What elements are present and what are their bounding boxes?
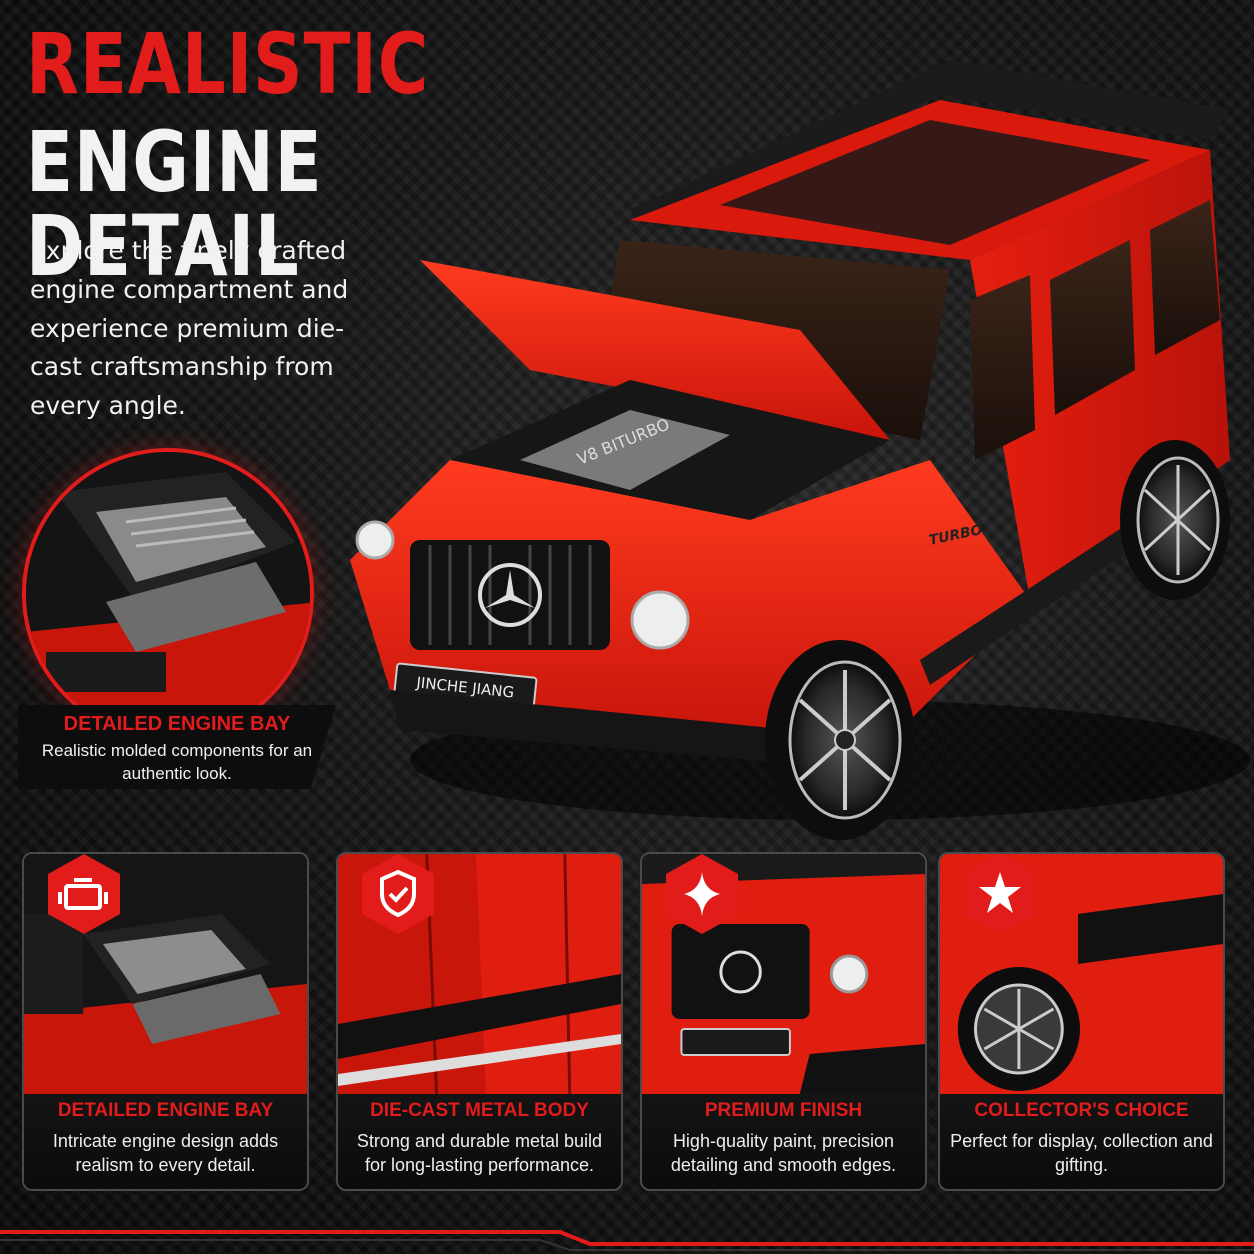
engine-bay-callout: DETAILED ENGINE BAY Realistic molded com… (18, 705, 336, 789)
feature-description: High-quality paint, precision detailing … (670, 1131, 897, 1175)
feature-title: DETAILED ENGINE BAY (57, 1100, 274, 1121)
engine-closeup-image (22, 448, 314, 740)
engine-icon (58, 878, 108, 910)
feature-description: Intricate engine design adds realism to … (52, 1131, 279, 1175)
feature-description: Perfect for display, collection and gift… (950, 1131, 1213, 1175)
hero-car-image: V8 BITURBO JINCHE JIANG TURBO (330, 40, 1254, 840)
star-icon (979, 872, 1021, 913)
engine-icon-badge (46, 854, 122, 936)
callout-description: Realistic molded components for an authe… (41, 741, 313, 783)
feature-card-engine-bay: DETAILED ENGINE BAY Intricate engine des… (22, 852, 309, 1191)
feature-title: DIE-CAST METAL BODY (370, 1100, 589, 1121)
sparkle-icon (684, 872, 720, 916)
feature-card-premium-finish: PREMIUM FINISH High-quality paint, preci… (640, 852, 927, 1191)
sparkle-icon-badge (664, 854, 740, 936)
headline: REALISTIC ENGINE DETAIL (26, 22, 586, 288)
feature-card-collectors-choice: COLLECTOR'S CHOICE Perfect for display, … (938, 852, 1225, 1191)
callout-title: DETAILED ENGINE BAY (63, 713, 291, 735)
intro-text: Explore the finely crafted engine compar… (30, 236, 349, 420)
feature-photo-engine (24, 854, 307, 1094)
headline-line-2: ENGINE DETAIL (26, 113, 323, 295)
feature-photo-body (338, 854, 621, 1094)
star-icon-badge (962, 854, 1038, 936)
headline-line-1: REALISTIC (26, 15, 430, 113)
feature-title: COLLECTOR'S CHOICE (974, 1100, 1189, 1121)
shield-check-icon (380, 869, 416, 918)
shield-icon-badge (360, 854, 436, 936)
bottom-accent-stripe (0, 1218, 1254, 1254)
feature-description: Strong and durable metal build for long-… (356, 1131, 603, 1175)
feature-card-die-cast: DIE-CAST METAL BODY Strong and durable m… (336, 852, 623, 1191)
feature-title: PREMIUM FINISH (704, 1100, 863, 1121)
